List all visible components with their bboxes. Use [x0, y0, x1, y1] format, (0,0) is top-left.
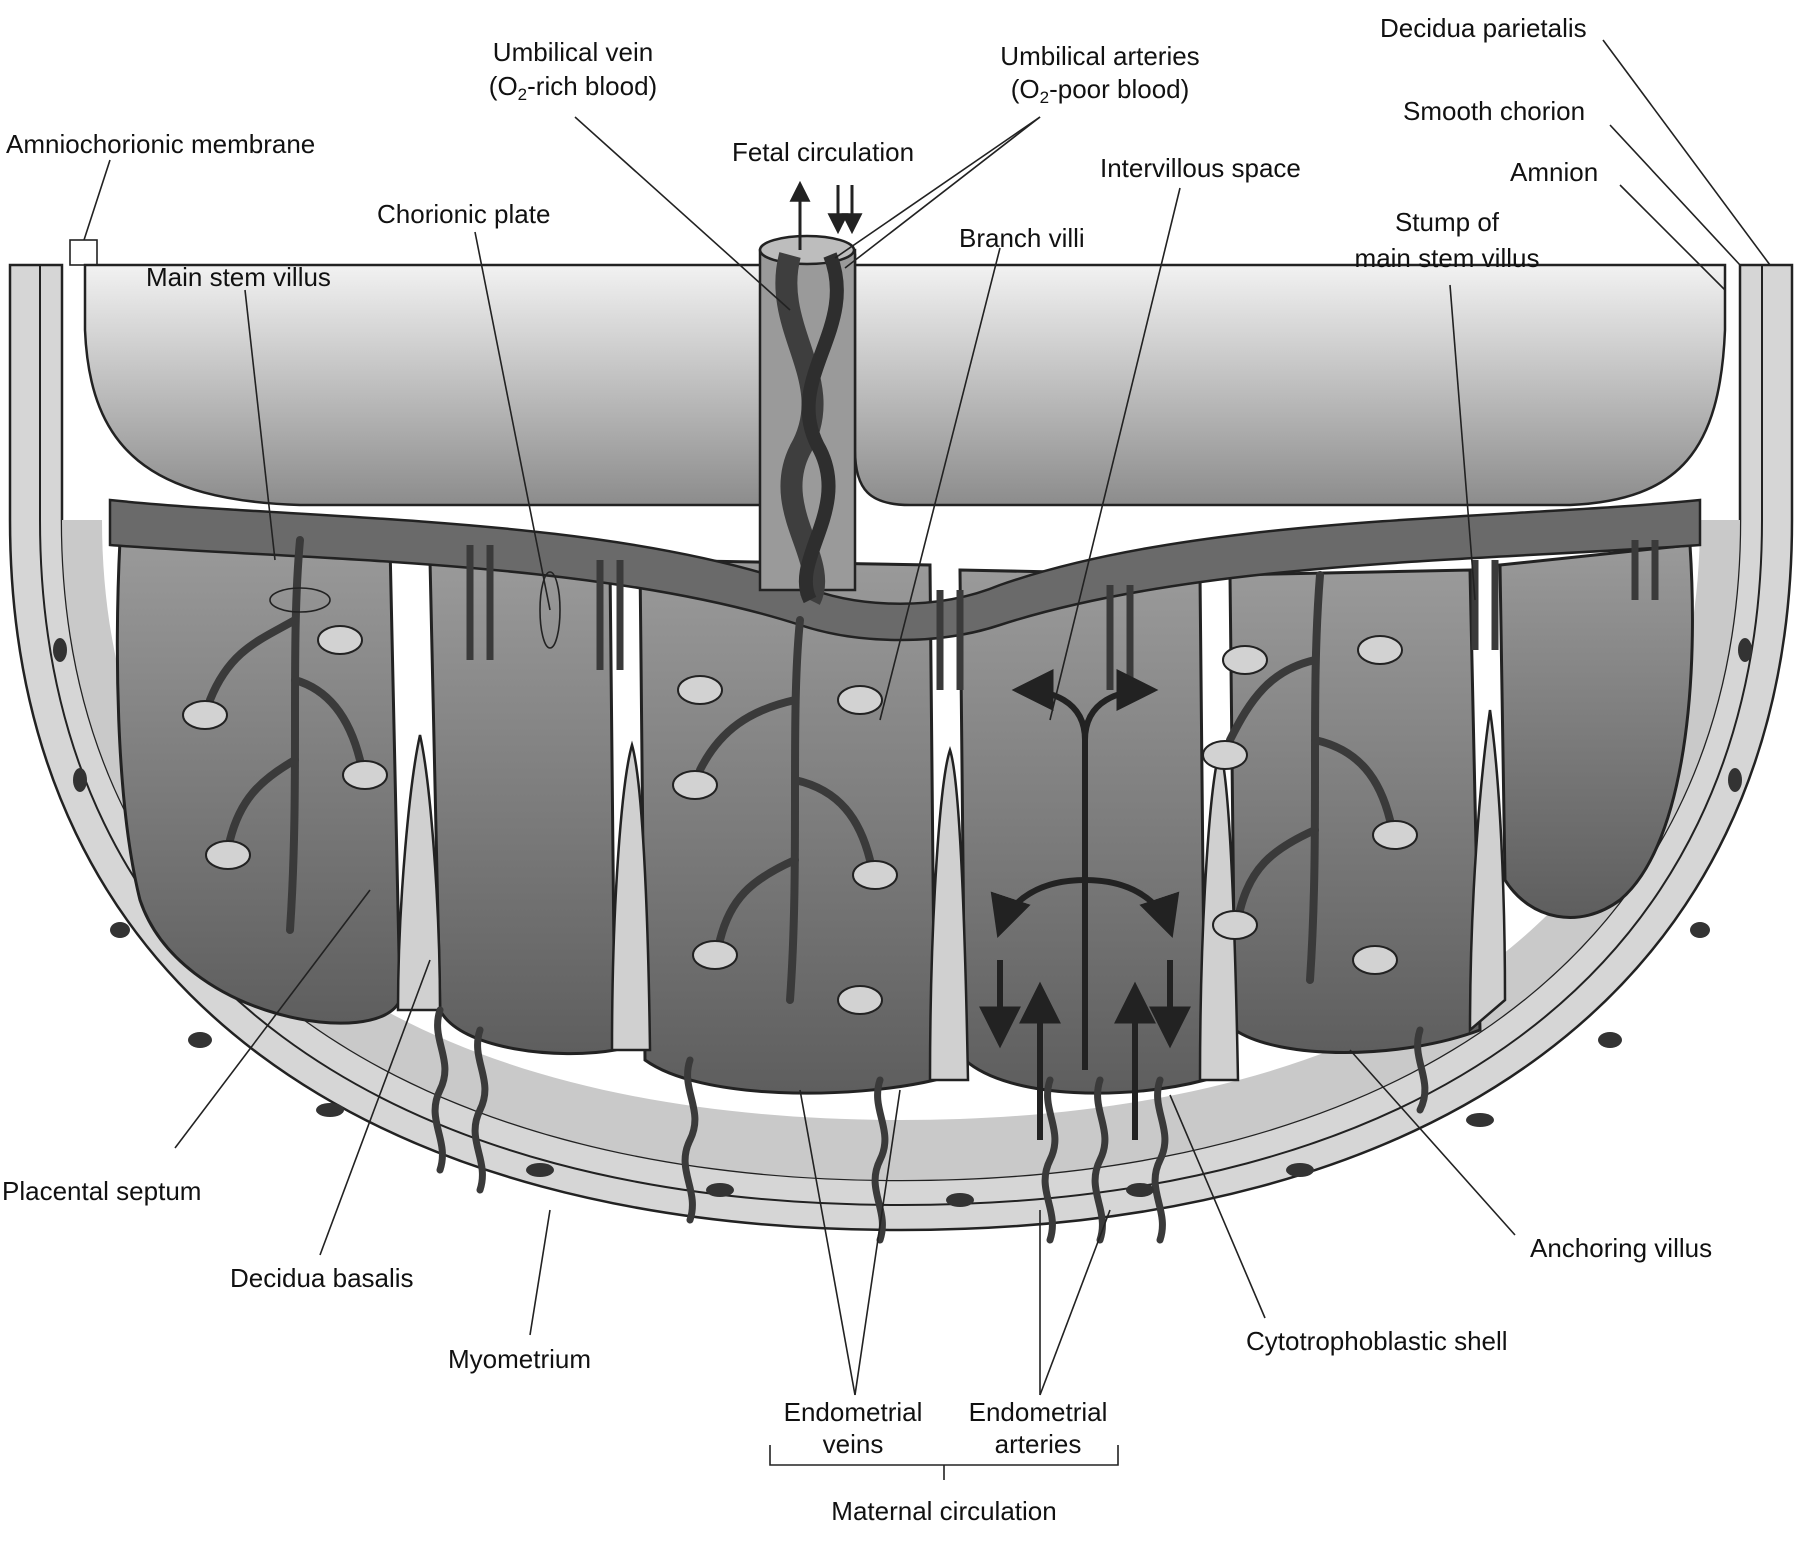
label-placental-septum: Placental septum — [2, 1176, 202, 1206]
label-endometrial-veins-line1: Endometrial — [783, 1397, 923, 1427]
umbilical-vein-note-sub: 2 — [517, 85, 528, 104]
umbilical-vein-note-post: -rich blood) — [527, 71, 658, 101]
label-branch-villi: Branch villi — [959, 223, 1085, 253]
label-stump-line2: main stem villus — [1354, 243, 1540, 273]
maternal-flow-arrows — [979, 669, 1191, 1140]
label-decidua-basalis: Decidua basalis — [230, 1263, 414, 1293]
label-endometrial-arteries-line1: Endometrial — [968, 1397, 1108, 1427]
label-umbilical-vein: Umbilical vein — [492, 37, 654, 67]
terminal-villi — [182, 625, 1418, 1015]
label-fetal-circulation: Fetal circulation — [731, 137, 915, 167]
leader-lines — [69, 39, 1771, 1480]
label-anchoring-villus: Anchoring villus — [1530, 1233, 1713, 1263]
placental-septa — [396, 709, 1507, 1082]
label-main-stem-villus: Main stem villus — [146, 262, 331, 292]
label-umbilical-arteries-note: (O2-poor blood) — [1011, 73, 1190, 114]
label-decidua-parietalis: Decidua parietalis — [1380, 13, 1587, 43]
label-endometrial-arteries-line2: arteries — [994, 1429, 1082, 1459]
umbilical-vein-note-pre: (O — [488, 71, 518, 101]
label-chorionic-plate: Chorionic plate — [377, 199, 551, 229]
label-cytotrophoblastic-shell: Cytotrophoblastic shell — [1246, 1326, 1508, 1356]
amniotic-cavity — [83, 253, 1727, 507]
umbilical-arteries-note-pre: (O — [1010, 74, 1040, 104]
label-intervillous-space: Intervillous space — [1100, 153, 1301, 183]
label-amnion: Amnion — [1510, 157, 1599, 187]
umbilical-cord — [758, 180, 863, 605]
label-maternal-circulation: Maternal circulation — [831, 1496, 1057, 1526]
villous-trees — [206, 536, 1394, 1004]
umbilical-arteries-note-sub: 2 — [1039, 88, 1050, 107]
label-umbilical-arteries: Umbilical arteries — [1000, 41, 1200, 71]
umbilical-arteries-note-post: -poor blood) — [1049, 74, 1190, 104]
label-amniochorionic-membrane: Amniochorionic membrane — [6, 129, 316, 159]
label-myometrium: Myometrium — [448, 1344, 592, 1374]
spiral-vessels — [431, 1006, 1429, 1244]
label-smooth-chorion: Smooth chorion — [1403, 96, 1586, 126]
decidual-cells — [53, 638, 1752, 1207]
chorionic-plate — [108, 498, 1702, 642]
label-stump-line1: Stump of — [1394, 207, 1500, 237]
label-umbilical-vein-note: (O2-rich blood) — [489, 70, 657, 111]
label-endometrial-veins-line2: veins — [822, 1429, 884, 1459]
